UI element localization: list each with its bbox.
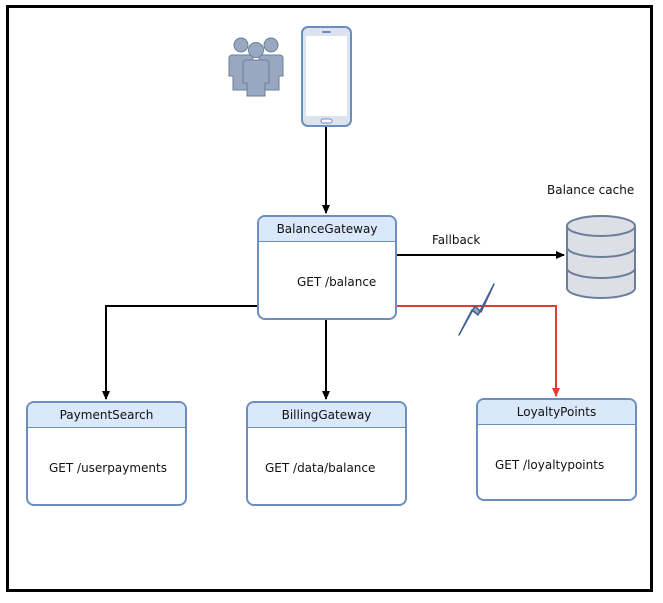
- diagram-frame: [6, 5, 653, 592]
- service-endpoint: GET /balance: [297, 275, 377, 289]
- service-endpoint: GET /loyaltypoints: [495, 458, 605, 472]
- service-loyalty-points[interactable]: LoyaltyPoints GET /loyaltypoints: [476, 398, 637, 501]
- edge-gateway-to-paymentsearch: [102, 305, 257, 400]
- service-title: LoyaltyPoints: [478, 400, 635, 425]
- service-billing-gateway[interactable]: BillingGateway GET /data/balance: [246, 401, 407, 506]
- lightning-icon: [458, 283, 495, 336]
- balance-cache-label: Balance cache: [547, 183, 635, 197]
- users-icon: [228, 37, 284, 97]
- database-icon: [566, 215, 636, 299]
- service-endpoint: GET /data/balance: [265, 461, 376, 475]
- edge-gateway-to-loyaltypoints: [397, 305, 560, 397]
- service-balance-gateway[interactable]: BalanceGateway GET /balance: [257, 215, 397, 320]
- service-payment-search[interactable]: PaymentSearch GET /userpayments: [26, 401, 187, 506]
- service-title: BalanceGateway: [259, 217, 395, 242]
- service-title: PaymentSearch: [28, 403, 185, 428]
- service-endpoint: GET /userpayments: [49, 461, 167, 475]
- service-title: BillingGateway: [248, 403, 405, 428]
- fallback-label: Fallback: [432, 233, 481, 247]
- mobile-phone-icon: [301, 26, 352, 127]
